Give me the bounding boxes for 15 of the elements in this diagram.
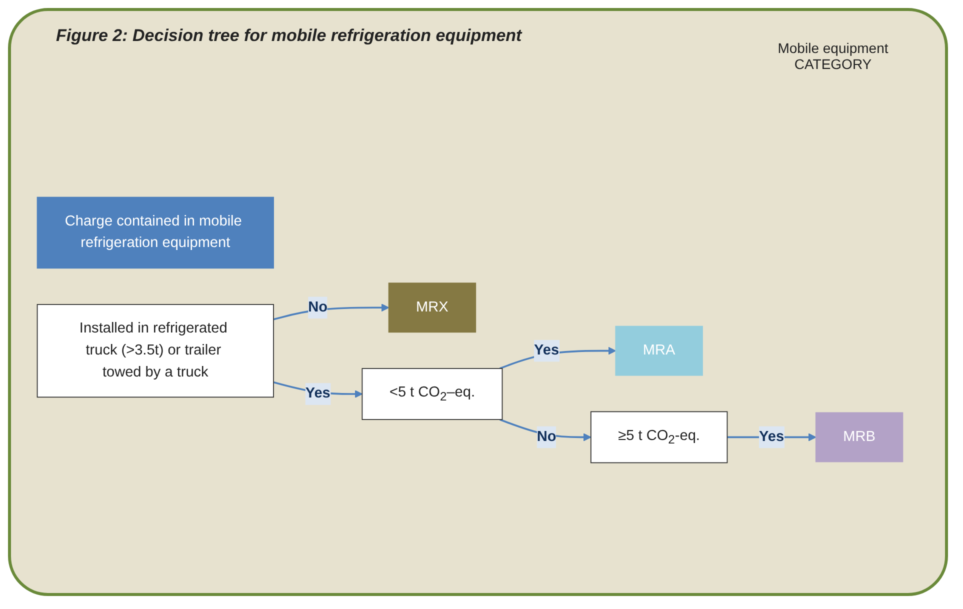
node-box: MRB (815, 412, 904, 462)
node-box: <5 t CO$_{2}$–eq. (362, 368, 503, 420)
node-box: MRX (388, 282, 476, 333)
edge-label: No (308, 299, 328, 315)
edge-label: Yes (534, 342, 560, 358)
edge-label: No (536, 429, 556, 444)
edge-label: Yes (305, 386, 330, 402)
node-box: ≥5 t CO$_{2}$-eq. (590, 411, 728, 464)
node-box: Installed in refrigerated truck (>3.5t) or trailer towed by a truck (36, 304, 274, 398)
edge-label: Yes (759, 429, 784, 444)
figure-title: Figure 2: Decision tree for mobile refrigeration equipment (56, 26, 522, 46)
node-box: Charge contained in mobile refrigeration equipment (36, 196, 274, 269)
column-heading: Mobile equipment CATEGORY (776, 40, 890, 72)
arrow (273, 304, 390, 320)
node-box: MRA (615, 326, 703, 376)
